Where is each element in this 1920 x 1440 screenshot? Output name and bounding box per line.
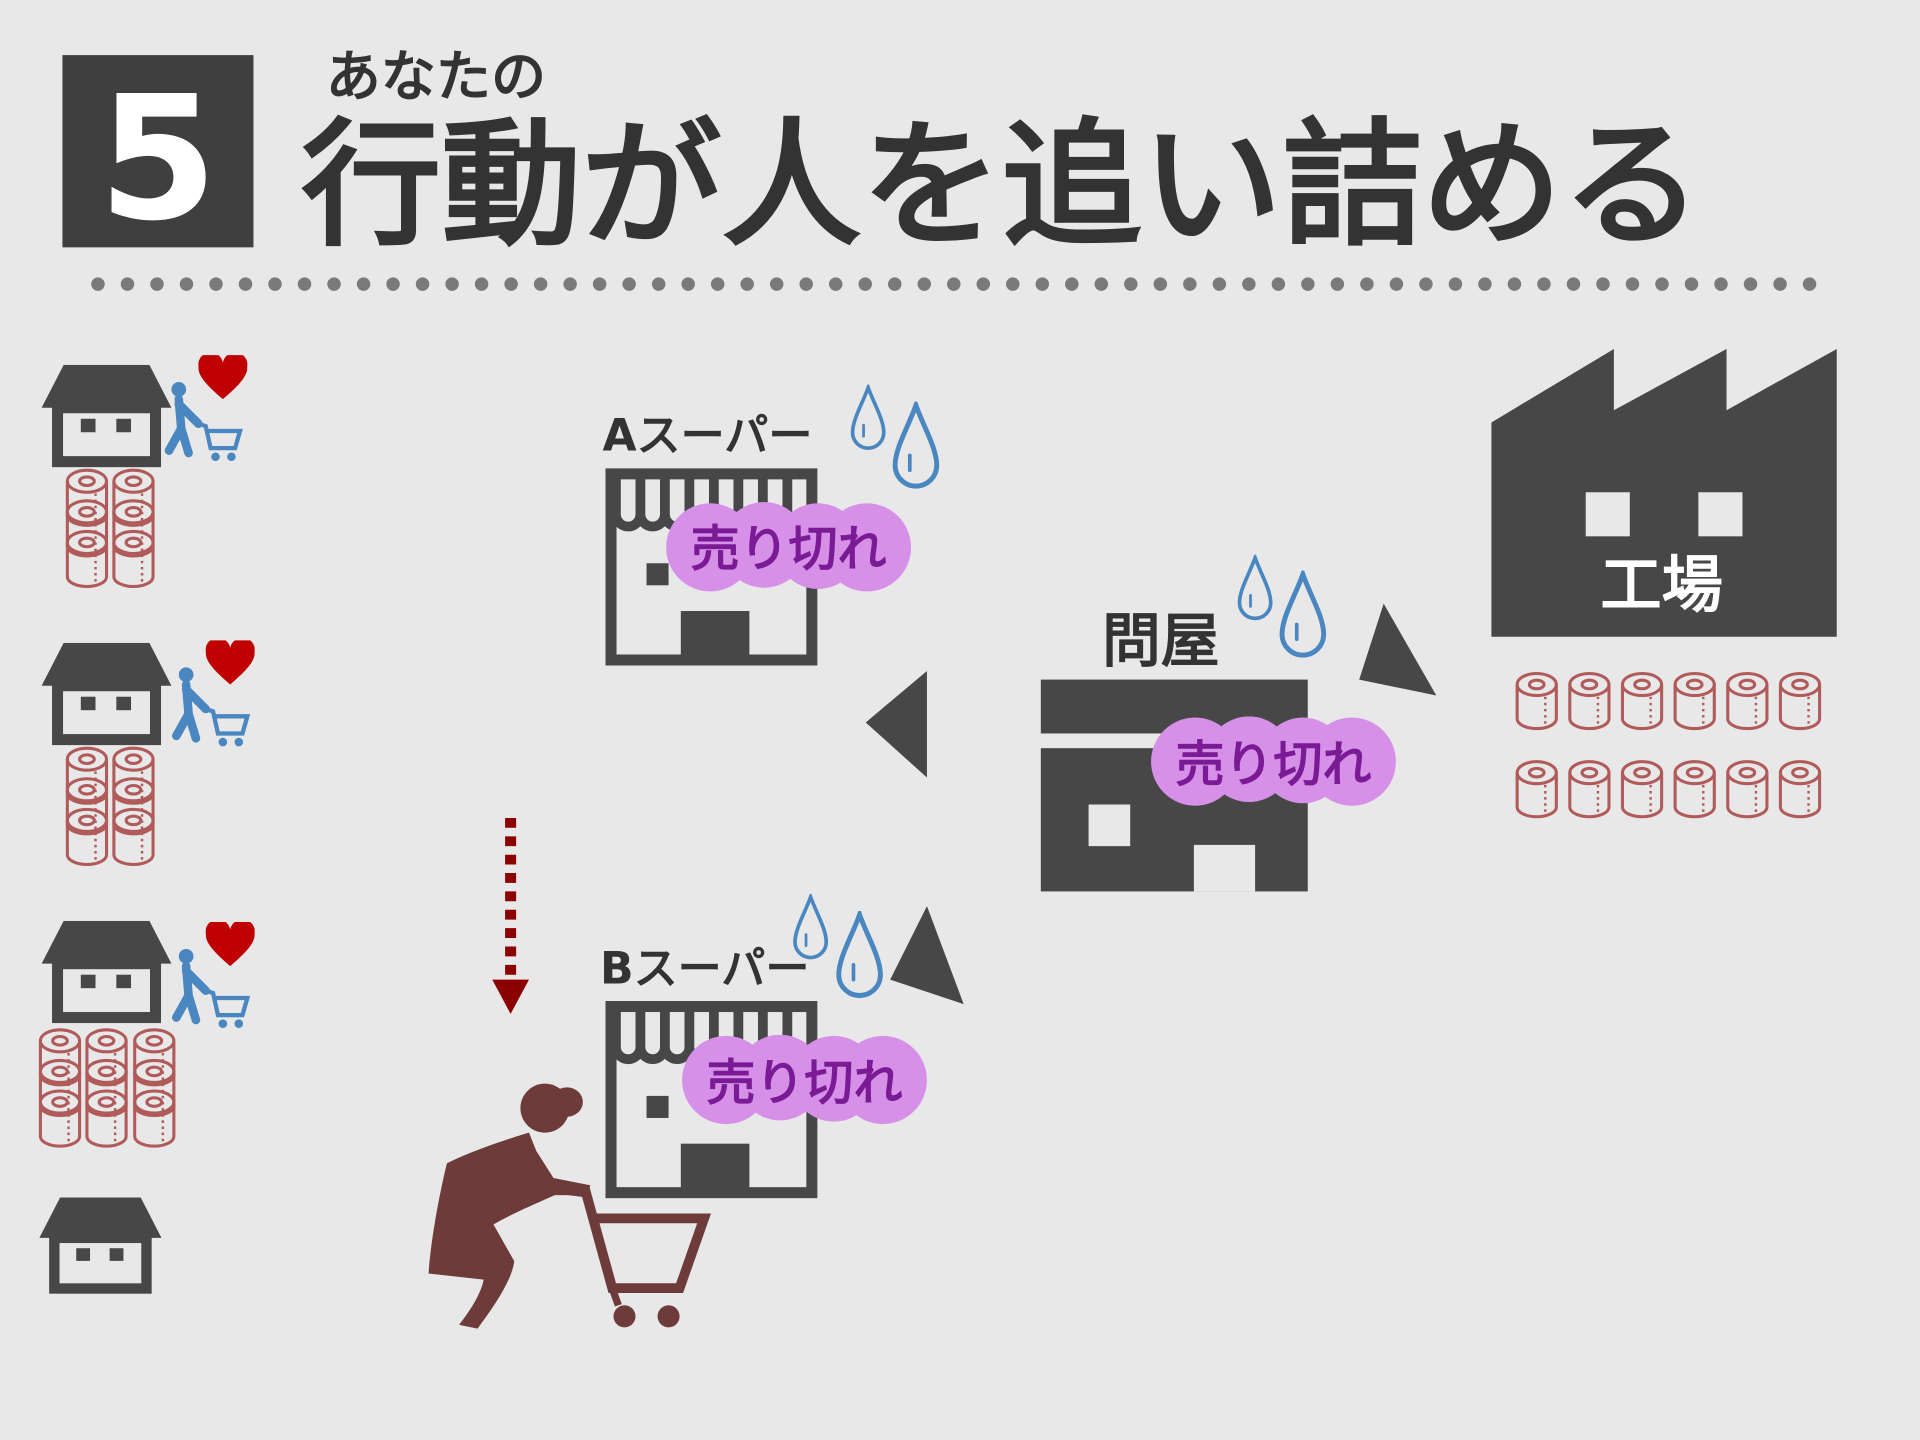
house-icon [42,365,172,462]
super-a: Aスーパー 売り切れ [602,385,937,660]
section-number: 5 [98,60,217,259]
super-b-label: Bスーパー [600,943,809,994]
drop-icon [1237,555,1273,621]
sold-out-badge: 売り切れ [1151,716,1396,805]
shopper-icon [176,949,247,1028]
heart-icon [205,919,254,966]
factory-icon [1491,348,1837,637]
flow-arrow-up-right [890,906,964,1005]
drop-icon [839,915,881,996]
wholesaler-label: 問屋 [1102,606,1220,675]
factory: 工場 [1491,348,1837,637]
shopper-icon [176,667,247,746]
factory-toilet-paper-stock [1517,673,1819,816]
woman-shopper-icon [428,1083,711,1329]
title-subtitle: あなたの [326,45,546,109]
sold-out-badge: 売り切れ [666,502,911,591]
page-title: 行動が人を追い詰める [301,107,1702,266]
household-1 [42,352,248,586]
factory-label: 工場 [1600,550,1722,621]
drop-icon [850,385,886,451]
drop-icon [1282,574,1324,655]
sold-out-text: 売り切れ [1176,736,1372,793]
sold-out-badge: 売り切れ [682,1035,927,1124]
toilet-paper-stack [40,1030,126,1146]
toilet-paper-stack [67,748,153,864]
house-icon [42,643,172,740]
sold-out-text: 売り切れ [691,521,887,578]
household-2 [42,638,255,865]
heart-icon [205,638,254,685]
section-number-badge: 5 [62,55,254,259]
toilet-paper-stack [67,470,153,586]
drop-icon [895,405,937,486]
flow-arrow-left [865,671,927,778]
sold-out-text: 売り切れ [707,1055,903,1112]
flow-arrow-up-left [1359,603,1437,696]
household-3 [40,919,255,1146]
wholesaler: 問屋 売り切れ [1040,555,1396,892]
toilet-paper-stack [135,1091,174,1146]
super-b: Bスーパー 売り切れ [600,895,927,1193]
heart-icon [198,352,247,399]
household-4 [39,1198,161,1289]
shopper-icon [169,382,240,461]
down-arrow [492,817,529,1014]
house-icon [42,921,172,1018]
house-icon [39,1198,161,1289]
super-a-label: Aスーパー [602,411,812,462]
